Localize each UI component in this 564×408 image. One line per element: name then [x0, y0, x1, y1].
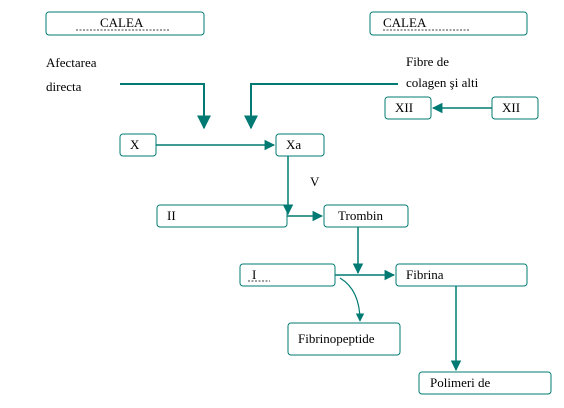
- arrow-fibrinogen-to-fibrinopeptide: [339, 277, 365, 322]
- polimeri-label: Polimeri de: [430, 375, 491, 390]
- fibre-label: Fibre de: [406, 54, 449, 69]
- header-right-label: CALEA: [383, 15, 427, 30]
- fibrinogen-box: I: [239, 263, 336, 287]
- fibrina-box: Fibrina: [395, 263, 528, 287]
- directa-label: directa: [46, 79, 82, 94]
- fibrinogen-label: I: [252, 267, 256, 282]
- xa-box: Xa: [275, 133, 325, 157]
- header-left-label: CALEA: [100, 15, 144, 30]
- colagen-label: colagen şi alti: [406, 75, 479, 90]
- afectarea-label: Afectarea: [46, 55, 97, 70]
- xii-left-label: XII: [395, 100, 413, 115]
- factor-v-label: V: [310, 174, 320, 189]
- polimeri-box: Polimeri de: [418, 371, 552, 395]
- arrow-fibre-to-x-xa: [244, 83, 398, 130]
- fibrina-label: Fibrina: [406, 267, 444, 282]
- x-box: X: [119, 133, 157, 157]
- trombin-label: Trombin: [338, 208, 384, 223]
- xii-right-box: XII: [491, 96, 539, 120]
- ii-label: II: [167, 208, 176, 223]
- x-label: X: [130, 137, 140, 152]
- arrow-afectarea-to-x-xa: [120, 83, 211, 130]
- xii-right-label: XII: [502, 100, 520, 115]
- ii-box: II: [156, 204, 288, 228]
- header-right: CALEA: [369, 11, 528, 36]
- trombin-box: Trombin: [323, 204, 409, 228]
- xii-left-box: XII: [384, 96, 432, 120]
- xa-label: Xa: [286, 137, 301, 152]
- header-left: CALEA: [45, 11, 205, 36]
- fibrinopeptide-box: Fibrinopeptide: [287, 322, 401, 356]
- fibrinopeptide-label: Fibrinopeptide: [298, 331, 375, 346]
